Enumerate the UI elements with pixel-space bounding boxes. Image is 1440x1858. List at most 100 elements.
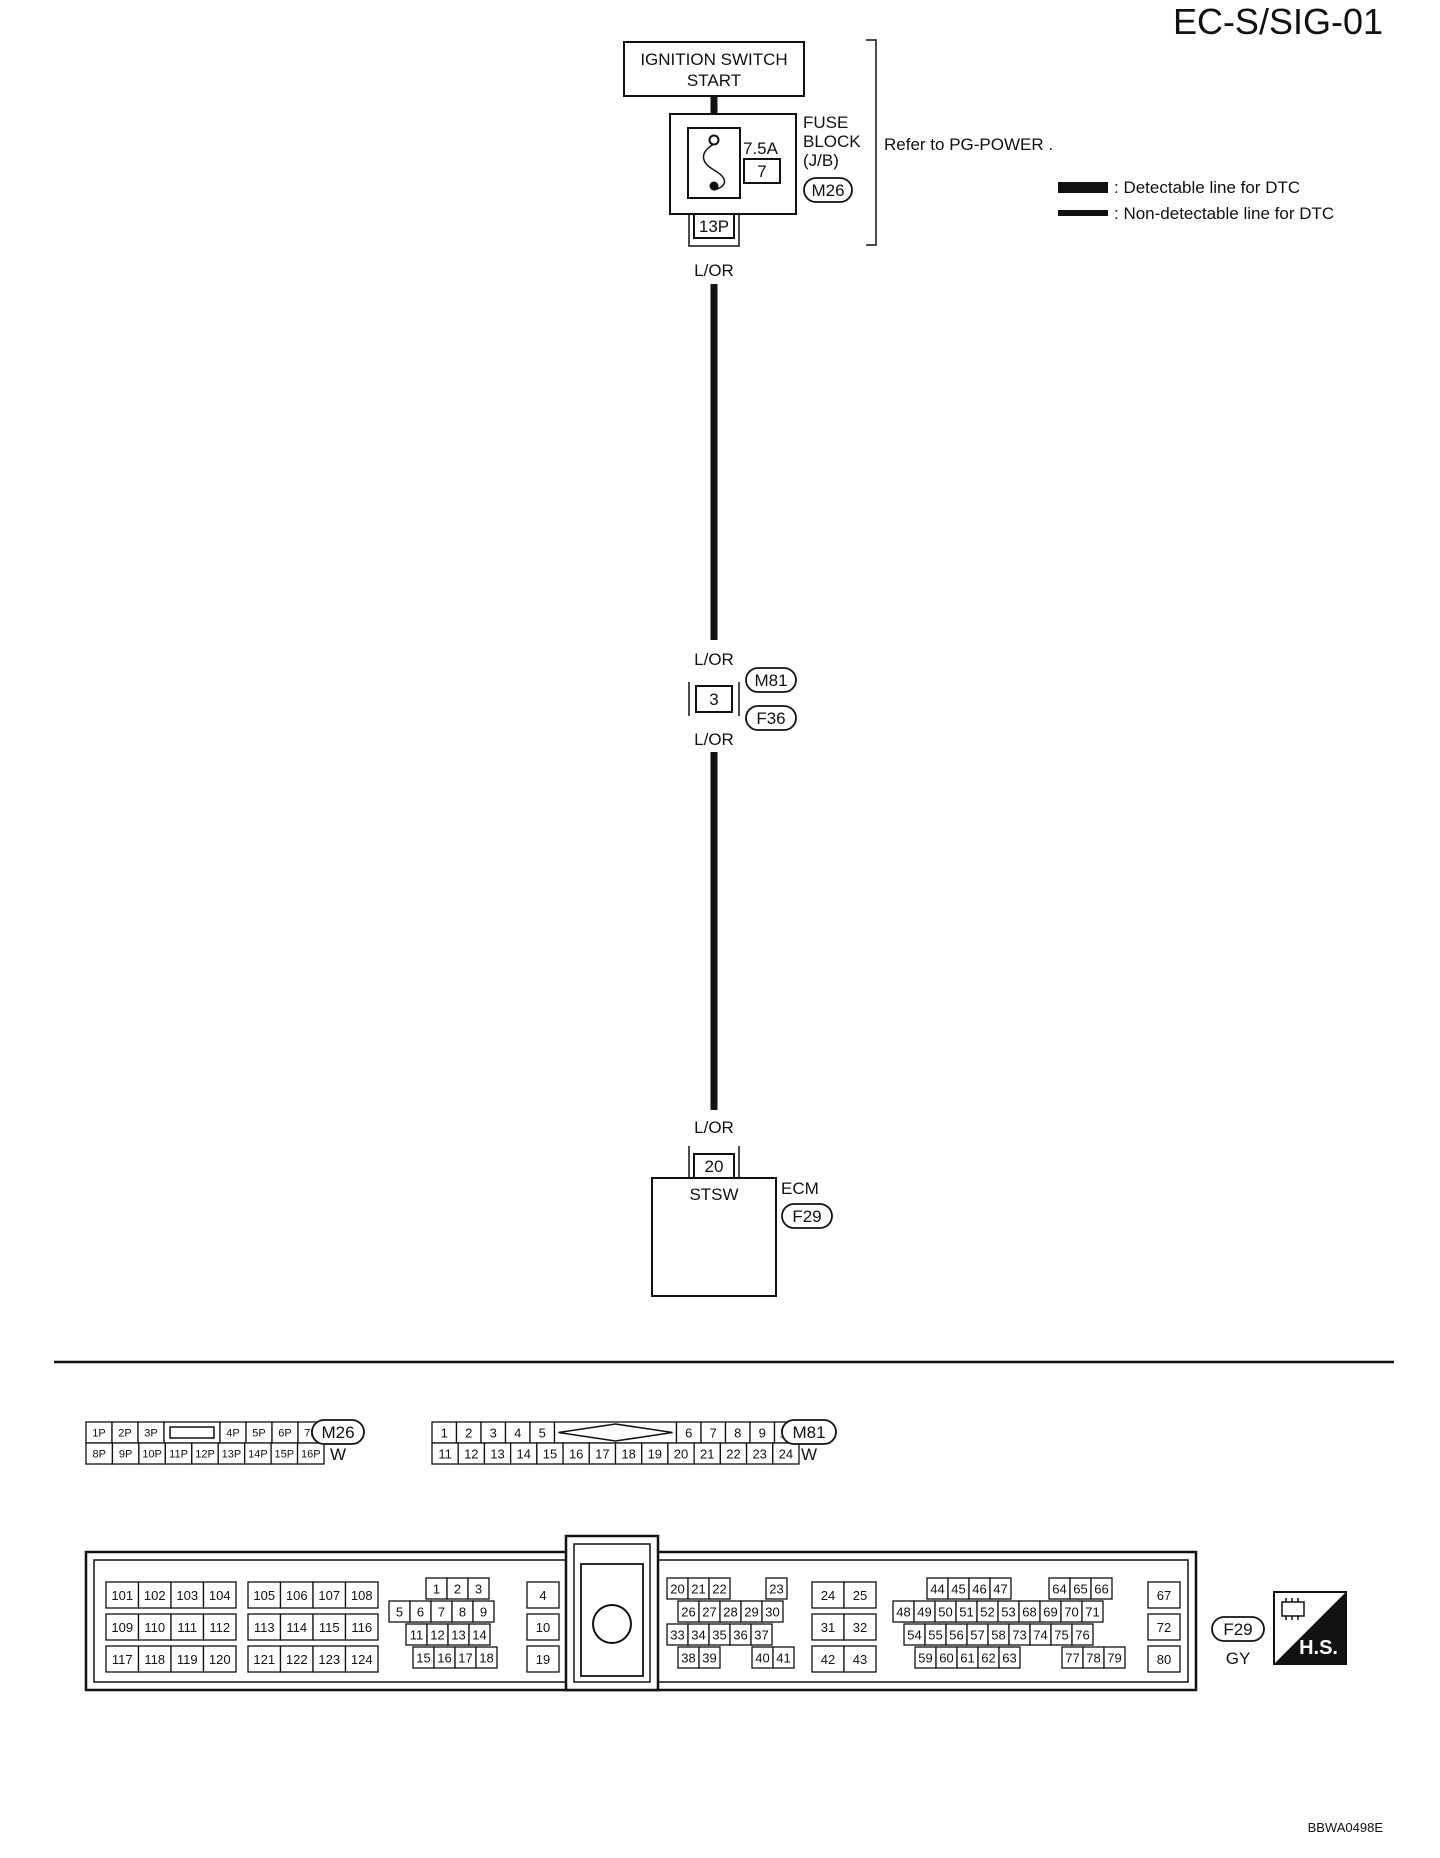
pin-label: 69 [1043, 1605, 1057, 1620]
joint-terminal: 3 [709, 690, 718, 709]
pin-label: 62 [981, 1651, 995, 1666]
pin-cell [1147, 1613, 1181, 1641]
pin-label: 45 [951, 1582, 965, 1597]
pin-label: 18 [479, 1651, 493, 1666]
pin-label: 16P [301, 1449, 321, 1461]
pin-label: 42 [821, 1652, 835, 1667]
pin-cell [247, 1645, 282, 1673]
pin-label: 4P [226, 1428, 239, 1440]
pin-cell [202, 1613, 237, 1641]
pin-label: 27 [702, 1605, 716, 1620]
ecm-connector-id: F29 [792, 1207, 821, 1226]
pin-label: 1 [433, 1582, 440, 1597]
pin-label: 6 [685, 1426, 692, 1441]
pin-label: 2 [454, 1582, 461, 1597]
pin-label: 44 [930, 1582, 944, 1597]
pin-label: 13 [451, 1628, 465, 1643]
fuse-symbol-icon [702, 143, 726, 191]
pin-label: 76 [1075, 1628, 1089, 1643]
pin-cell [761, 1600, 784, 1623]
pin-cell [137, 1613, 172, 1641]
pin-label: 70 [1064, 1605, 1078, 1620]
pin-label: 7 [438, 1605, 445, 1620]
connector-f29-color: GY [1226, 1649, 1251, 1668]
pin-cell [1147, 1645, 1181, 1673]
ecm: 20 STSW ECM F29 [651, 1146, 833, 1297]
power-bracket [866, 39, 877, 246]
pin-label: 18 [621, 1447, 635, 1462]
pin-label: 46 [972, 1582, 986, 1597]
pin-cell [1081, 1600, 1104, 1623]
pin-cell [468, 1623, 491, 1646]
pin-label: 5P [252, 1428, 265, 1440]
connector-f29-lock-inner [573, 1543, 651, 1683]
hs-badge-fill [1274, 1592, 1346, 1664]
fuse-rating: 7.5A [743, 139, 779, 158]
pin-label: 68 [1022, 1605, 1036, 1620]
pin-label: 40 [755, 1651, 769, 1666]
pin-label: 4 [514, 1426, 521, 1441]
pin-cell [1103, 1646, 1126, 1669]
pin-cell [989, 1577, 1012, 1600]
ecm-label: ECM [781, 1179, 819, 1198]
pin-label: 61 [960, 1651, 974, 1666]
pin-label: 13P [222, 1449, 242, 1461]
fuse-block-connector-id: M26 [811, 181, 844, 200]
pin-label: 108 [351, 1588, 373, 1603]
pin-label: 4 [539, 1588, 546, 1603]
pin-label: 71 [1085, 1605, 1099, 1620]
pin-label: 1P [92, 1428, 105, 1440]
pin-label: 72 [1157, 1620, 1171, 1635]
pin-cell [1147, 1581, 1181, 1609]
pin-label: 29 [744, 1605, 758, 1620]
pin-label: 7 [710, 1426, 717, 1441]
pin-label: 117 [112, 1652, 133, 1667]
pin-label: 12P [195, 1449, 215, 1461]
pin-cell [475, 1646, 498, 1669]
pin-label: 101 [111, 1588, 133, 1603]
pin-label: 80 [1157, 1652, 1171, 1667]
pin-label: 51 [959, 1605, 973, 1620]
pin-label: 79 [1107, 1651, 1121, 1666]
connector-key-icon [169, 1426, 215, 1439]
pin-label: 57 [970, 1628, 984, 1643]
connector-m26-color: W [330, 1445, 346, 1464]
pin-cell [344, 1581, 379, 1609]
pin-cell [247, 1613, 282, 1641]
connector-f29-id-outline [1211, 1616, 1265, 1642]
harness-side-icon [1281, 1598, 1305, 1620]
pin-label: 37 [754, 1628, 768, 1643]
pin-label: 20 [670, 1582, 684, 1597]
pin-cell [998, 1646, 1021, 1669]
pin-label: 63 [1002, 1651, 1016, 1666]
pin-label: 10 [536, 1620, 550, 1635]
hs-badge-label: H.S. [1299, 1637, 1338, 1659]
pin-label: 120 [209, 1652, 231, 1667]
pin-cell [202, 1581, 237, 1609]
fuse-block-label-2: BLOCK [803, 132, 861, 151]
pin-label: 6P [278, 1428, 291, 1440]
refer-note: Refer to PG-POWER . [884, 135, 1053, 154]
pin-label: 123 [318, 1652, 340, 1667]
pin-label: 8 [459, 1605, 466, 1620]
joint-connector-upper-id: M81 [754, 671, 787, 690]
pin-label: 111 [177, 1620, 197, 1635]
pin-label: 11P [169, 1449, 188, 1461]
pin-label: 12 [464, 1447, 478, 1462]
pin-label: 64 [1052, 1582, 1066, 1597]
pin-cell [1071, 1623, 1094, 1646]
pin-label: 11 [438, 1447, 452, 1462]
pin-label: 15P [275, 1449, 295, 1461]
figure-id: BBWA0498E [1308, 1820, 1384, 1835]
pin-label: 32 [853, 1620, 867, 1635]
pin-label: 33 [670, 1628, 684, 1643]
pin-cell [1090, 1577, 1113, 1600]
pin-label: 24 [821, 1588, 835, 1603]
pin-label: 77 [1065, 1651, 1079, 1666]
pin-label: 16 [569, 1447, 583, 1462]
fuse-terminal-13p: 13P [688, 213, 740, 247]
pin-cell [296, 1442, 325, 1465]
connector-key-icon [558, 1423, 673, 1442]
